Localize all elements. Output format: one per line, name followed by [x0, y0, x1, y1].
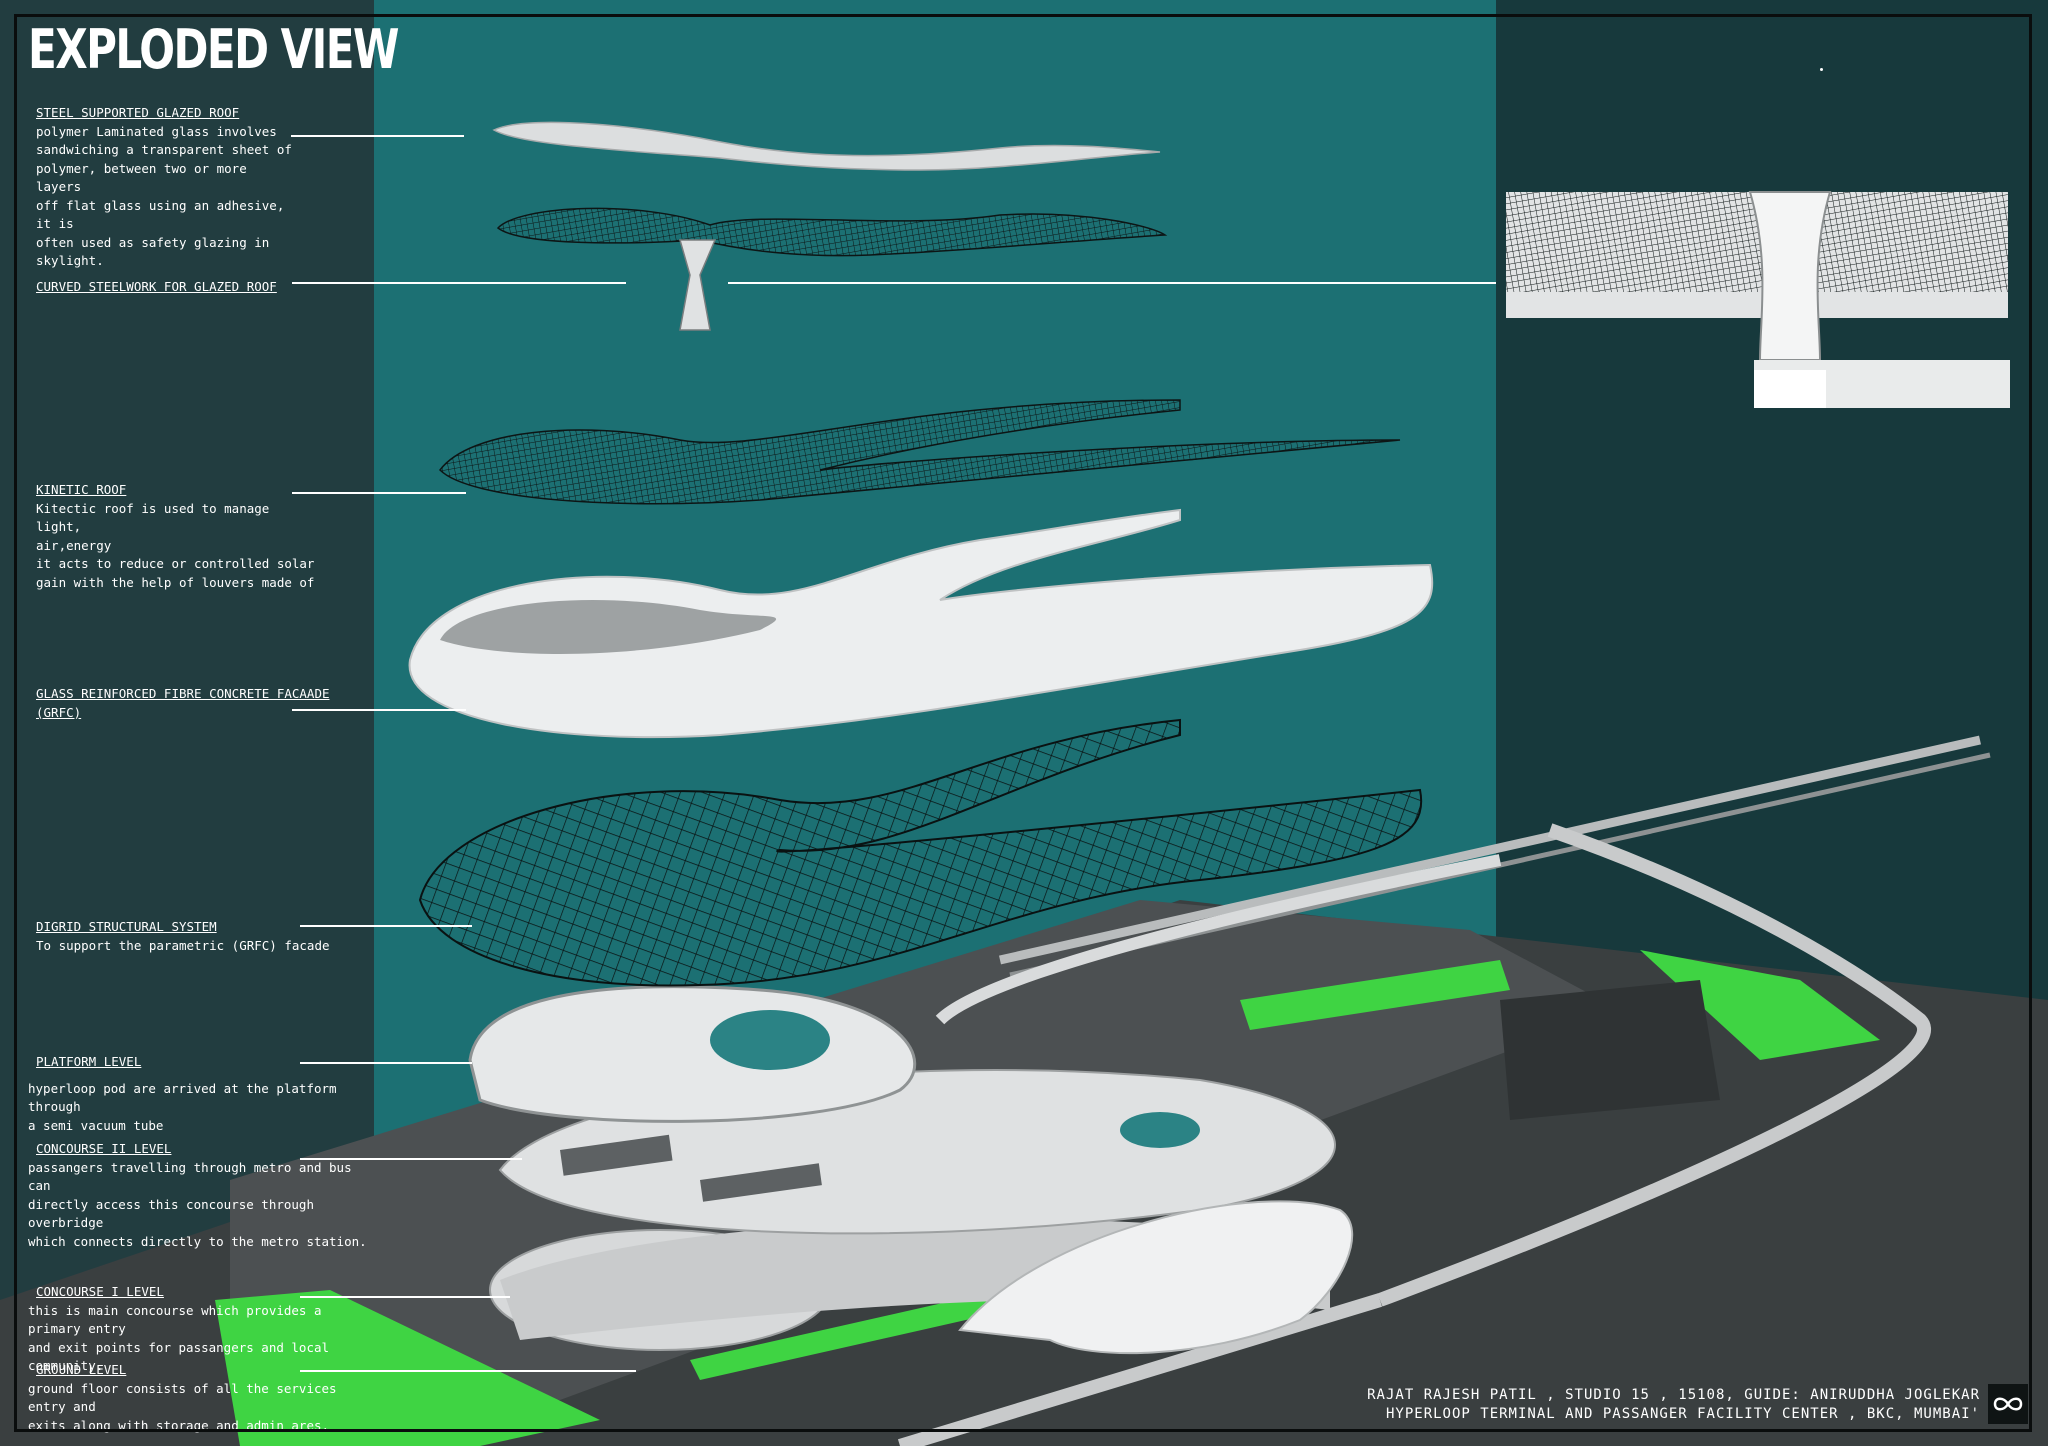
annotation-glazed-roof: STEEL SUPPORTED GLAZED ROOF polymer Lami… [36, 104, 296, 271]
leader-line [300, 925, 472, 927]
annotation-body: ground floor consists of all the service… [28, 1380, 337, 1433]
marker-dot [1820, 68, 1823, 71]
annotation-body: this is main concourse which provides a … [28, 1302, 330, 1374]
diagrid-structure [418, 718, 1423, 987]
credits-block: RAJAT RAJESH PATIL , STUDIO 15 , 15108, … [1367, 1386, 1980, 1424]
annotation-body: Kitectic roof is used to manage light, a… [36, 500, 315, 590]
kinetic-roof-louvers [439, 399, 1401, 505]
leader-line [300, 1370, 636, 1372]
leader-line [291, 135, 464, 137]
annotation-body: To support the parametric (GRFC) facade [36, 937, 330, 953]
annotation-body: polymer Laminated glass involves sandwic… [36, 123, 292, 269]
leader-line [292, 492, 466, 494]
annotation-heading: GROUND LEVEL [36, 1362, 127, 1377]
annotation-ground-level: GROUND LEVEL ground floor consists of al… [28, 1361, 373, 1435]
annotation-heading: PLATFORM LEVEL [36, 1054, 142, 1069]
annotation-diagrid: DIGRID STRUCTURAL SYSTEM To support the … [36, 918, 336, 955]
annotation-grfc-facade: GLASS REINFORCED FIBRE CONCRETE FACAADE … [36, 685, 366, 722]
annotation-body: passangers travelling through metro and … [28, 1159, 367, 1249]
platform-level [468, 854, 1502, 1123]
annotation-heading: CONCOURSE II LEVEL [36, 1141, 172, 1156]
leader-line [300, 1062, 472, 1064]
annotation-heading: CURVED STEELWORK FOR GLAZED ROOF [36, 279, 277, 294]
page-title: EXPLODED VIEW [28, 18, 399, 81]
leader-line [728, 282, 1496, 284]
annotation-heading: KINETIC ROOF [36, 482, 127, 497]
leader-line [300, 1158, 522, 1160]
leader-line [292, 709, 466, 711]
annotation-concourse-2: CONCOURSE II LEVEL passangers travelling… [28, 1140, 368, 1251]
leader-line [300, 1296, 510, 1298]
annotation-heading: CONCOURSE I LEVEL [36, 1284, 164, 1299]
annotation-heading: DIGRID STRUCTURAL SYSTEM [36, 919, 217, 934]
glazed-roof [492, 121, 1161, 171]
credits-author: RAJAT RAJESH PATIL , STUDIO 15 , 15108, … [1367, 1387, 1980, 1403]
annotation-heading: GLASS REINFORCED FIBRE CONCRETE FACAADE … [36, 686, 330, 720]
annotation-body: hyperloop pod are arrived at the platfor… [28, 1080, 337, 1133]
annotation-kinetic-roof: KINETIC ROOF Kitectic roof is used to ma… [36, 481, 316, 592]
credits-project: HYPERLOOP TERMINAL AND PASSANGER FACILIT… [1385, 1406, 1980, 1422]
annotation-curved-steelwork: CURVED STEELWORK FOR GLAZED ROOF [36, 278, 316, 297]
leader-line [292, 282, 626, 284]
annotation-platform-level: PLATFORM LEVEL hyperloop pod are arrived… [28, 1053, 368, 1135]
roof-detail-inset [1506, 191, 2010, 408]
curved-steelwork [496, 207, 1168, 331]
hyperloop-tube [958, 1200, 1354, 1355]
annotation-concourse-1: CONCOURSE I LEVEL this is main concourse… [28, 1283, 373, 1376]
grfc-facade [408, 508, 1434, 739]
annotation-heading: STEEL SUPPORTED GLAZED ROOF [36, 105, 240, 120]
infinity-icon [1988, 1384, 2028, 1424]
